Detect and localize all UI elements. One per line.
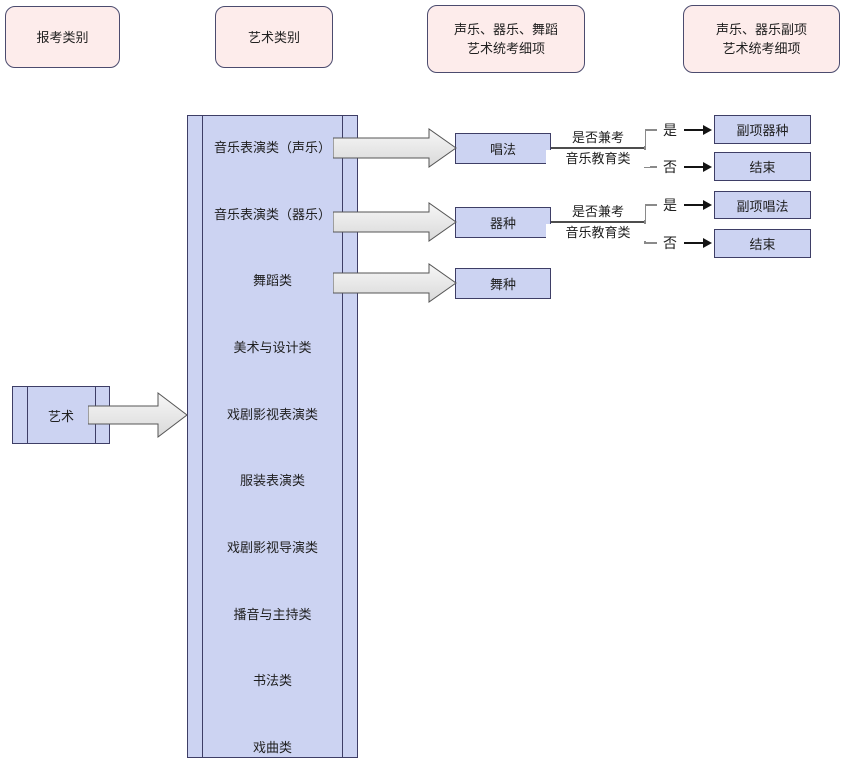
category-item-calligraphy: 书法类 xyxy=(252,673,292,688)
category-item-fine-arts-design: 美术与设计类 xyxy=(233,340,312,355)
category-item-dance: 舞蹈类 xyxy=(252,273,292,288)
category-column xyxy=(187,115,358,758)
target-node-label: 副项唱法 xyxy=(736,198,789,214)
arrow-head-icon xyxy=(703,162,712,172)
bracket-line xyxy=(646,129,657,131)
end-node: 结束 xyxy=(714,229,811,258)
target-node-label: 副项器种 xyxy=(736,123,789,138)
yes-label: 是 xyxy=(663,122,677,138)
detail-node-instrument-type: 器种 xyxy=(455,207,551,238)
block-arrow-icon xyxy=(333,128,457,168)
bracket-line xyxy=(646,242,657,244)
end-node-label: 结束 xyxy=(749,237,776,252)
header-application-category: 报考类别 xyxy=(5,6,120,68)
connector-line xyxy=(551,147,645,149)
header-label-line2: 艺术统考细项 xyxy=(722,41,801,56)
detail-node-dance-type: 舞种 xyxy=(455,268,551,299)
bracket-line xyxy=(644,129,646,168)
category-item-drama-film-directing: 戏剧影视导演类 xyxy=(226,540,318,555)
detail-node-label: 器种 xyxy=(489,216,516,231)
arrow-head-icon xyxy=(703,200,712,210)
condition-label-line2: 音乐教育类 xyxy=(546,150,650,167)
detail-node-singing-style: 唱法 xyxy=(455,133,551,164)
connector-line xyxy=(551,221,645,223)
block-arrow-icon xyxy=(333,263,457,303)
arrow-line xyxy=(684,129,704,131)
target-node-secondary-singing: 副项唱法 xyxy=(714,191,811,219)
end-node: 结束 xyxy=(714,152,811,181)
header-secondary-exam-details: 声乐、器乐副项 艺术统考细项 xyxy=(683,5,840,73)
arrow-line xyxy=(684,166,704,168)
header-label: 艺术类别 xyxy=(247,29,300,45)
no-label: 否 xyxy=(663,159,677,175)
header-label-line1: 声乐、器乐副项 xyxy=(715,22,807,37)
process-inner-line xyxy=(27,387,28,443)
detail-node-label: 舞种 xyxy=(489,277,516,292)
category-item-broadcasting-hosting: 播音与主持类 xyxy=(233,607,312,622)
art-node-label: 艺术 xyxy=(47,408,74,424)
end-node-label: 结束 xyxy=(749,160,776,175)
condition-label-line1: 是否兼考 xyxy=(551,129,645,146)
category-item-opera: 戏曲类 xyxy=(252,740,292,755)
condition-label-line2: 音乐教育类 xyxy=(546,224,650,241)
header-label-line2: 艺术统考细项 xyxy=(466,41,545,56)
detail-node-label: 唱法 xyxy=(489,142,516,157)
category-item-drama-film-performance: 戏剧影视表演类 xyxy=(226,407,318,422)
arrow-line xyxy=(684,242,704,244)
process-inner-line xyxy=(342,116,343,757)
header-label-line1: 声乐、器乐、舞蹈 xyxy=(453,22,558,37)
category-item-vocal-music: 音乐表演类（声乐） xyxy=(213,140,331,155)
block-arrow-icon xyxy=(333,202,457,242)
yes-label: 是 xyxy=(663,197,677,213)
block-arrow-icon xyxy=(88,392,188,438)
header-art-category: 艺术类别 xyxy=(215,6,333,68)
target-node-secondary-instrument: 副项器种 xyxy=(714,115,811,144)
category-item-fashion-performance: 服装表演类 xyxy=(239,473,305,488)
no-label: 否 xyxy=(663,235,677,251)
arrow-head-icon xyxy=(703,125,712,135)
header-unified-exam-details: 声乐、器乐、舞蹈 艺术统考细项 xyxy=(427,5,585,73)
bracket-line xyxy=(646,166,657,168)
category-item-instrumental-music: 音乐表演类（器乐） xyxy=(213,207,331,222)
condition-label-line1: 是否兼考 xyxy=(551,203,645,220)
bracket-line xyxy=(646,204,657,206)
process-inner-line xyxy=(202,116,203,757)
arrow-head-icon xyxy=(703,238,712,248)
arrow-line xyxy=(684,204,704,206)
header-label: 报考类别 xyxy=(36,29,89,45)
